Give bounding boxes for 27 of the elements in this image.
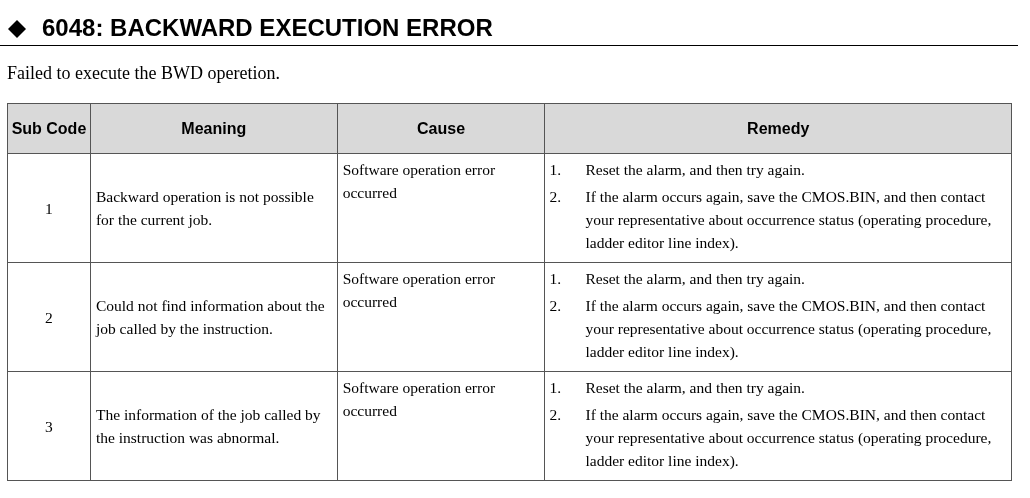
remedy-text: Reset the alarm, and then try again. xyxy=(585,378,805,398)
cause-cell: Software operation error occurred xyxy=(337,153,545,263)
remedy-text: If the alarm occurs again, save the CMOS.BIN, and then contact your representative about occurrence status (operating procedure, ladder editor line index). xyxy=(585,187,993,253)
remedy-text: Reset the alarm, and then try again. xyxy=(585,160,805,180)
list-number: 2. xyxy=(549,187,563,207)
header-cell: Remedy xyxy=(544,103,1012,154)
list-number: 1. xyxy=(549,378,563,398)
sub-code-cell: 2 xyxy=(7,262,91,372)
meaning-cell: The information of the job called by the instruction was abnormal. xyxy=(90,371,338,481)
list-number: 1. xyxy=(549,269,563,289)
page-heading: 6048: BACKWARD EXECUTION ERROR xyxy=(42,14,493,42)
sub-code-cell: 1 xyxy=(7,153,91,263)
meaning-cell: Could not find information about the job called by the instruction. xyxy=(90,262,338,372)
meaning-cell: Backward operation is not possible for the current job. xyxy=(90,153,338,263)
remedy-text: If the alarm occurs again, save the CMOS.BIN, and then contact your representative about occurrence status (operating procedure, ladder editor line index). xyxy=(585,405,993,471)
description-text: Failed to execute the BWD operetion. xyxy=(7,63,280,84)
header-cell: Cause xyxy=(337,103,545,154)
list-number: 2. xyxy=(549,296,563,316)
header-cell: Meaning xyxy=(90,103,338,154)
cause-cell: Software operation error occurred xyxy=(337,262,545,372)
cause-cell: Software operation error occurred xyxy=(337,371,545,481)
list-number: 2. xyxy=(549,405,563,425)
remedy-text: Reset the alarm, and then try again. xyxy=(585,269,805,289)
remedy-text: If the alarm occurs again, save the CMOS.BIN, and then contact your representative about occurrence status (operating procedure, ladder editor line index). xyxy=(585,296,993,362)
sub-code-cell: 3 xyxy=(7,371,91,481)
list-number: 1. xyxy=(549,160,563,180)
header-cell: Sub Code xyxy=(7,103,91,154)
